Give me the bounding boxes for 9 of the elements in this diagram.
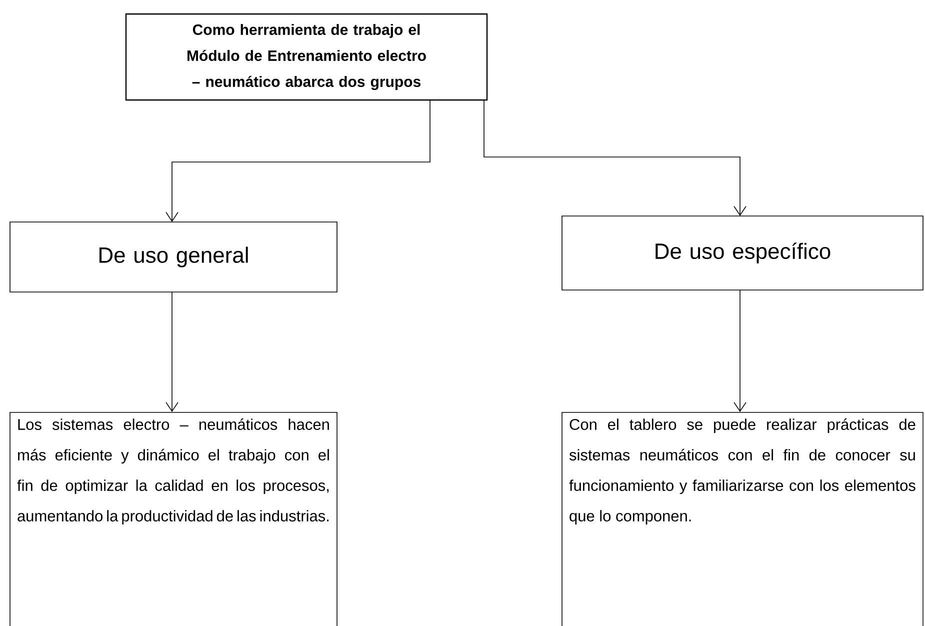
arrow bbox=[734, 290, 746, 412]
description-box: Los sistemas electro – neumáticos hacen más eficiente y dinámico el trabajo con el fin de optimizar la calidad en los procesos, aumentando la productividad de las industrias. bbox=[10, 412, 338, 626]
description-box: Con el tablero se puede realizar prácticas de sistemas neumáticos con el fin de conocer su funcionamiento y familiarizarse con los elementos que lo componen. bbox=[562, 412, 924, 626]
arrow bbox=[166, 292, 178, 412]
arrow bbox=[166, 100, 430, 222]
group-box: De uso general bbox=[10, 222, 338, 292]
arrow bbox=[484, 100, 746, 216]
group-box: De uso específico bbox=[562, 216, 924, 290]
title-box: Como herramienta de trabajo el Módulo de Entrenamiento electro – neumático abarca dos grupos bbox=[125, 13, 488, 101]
